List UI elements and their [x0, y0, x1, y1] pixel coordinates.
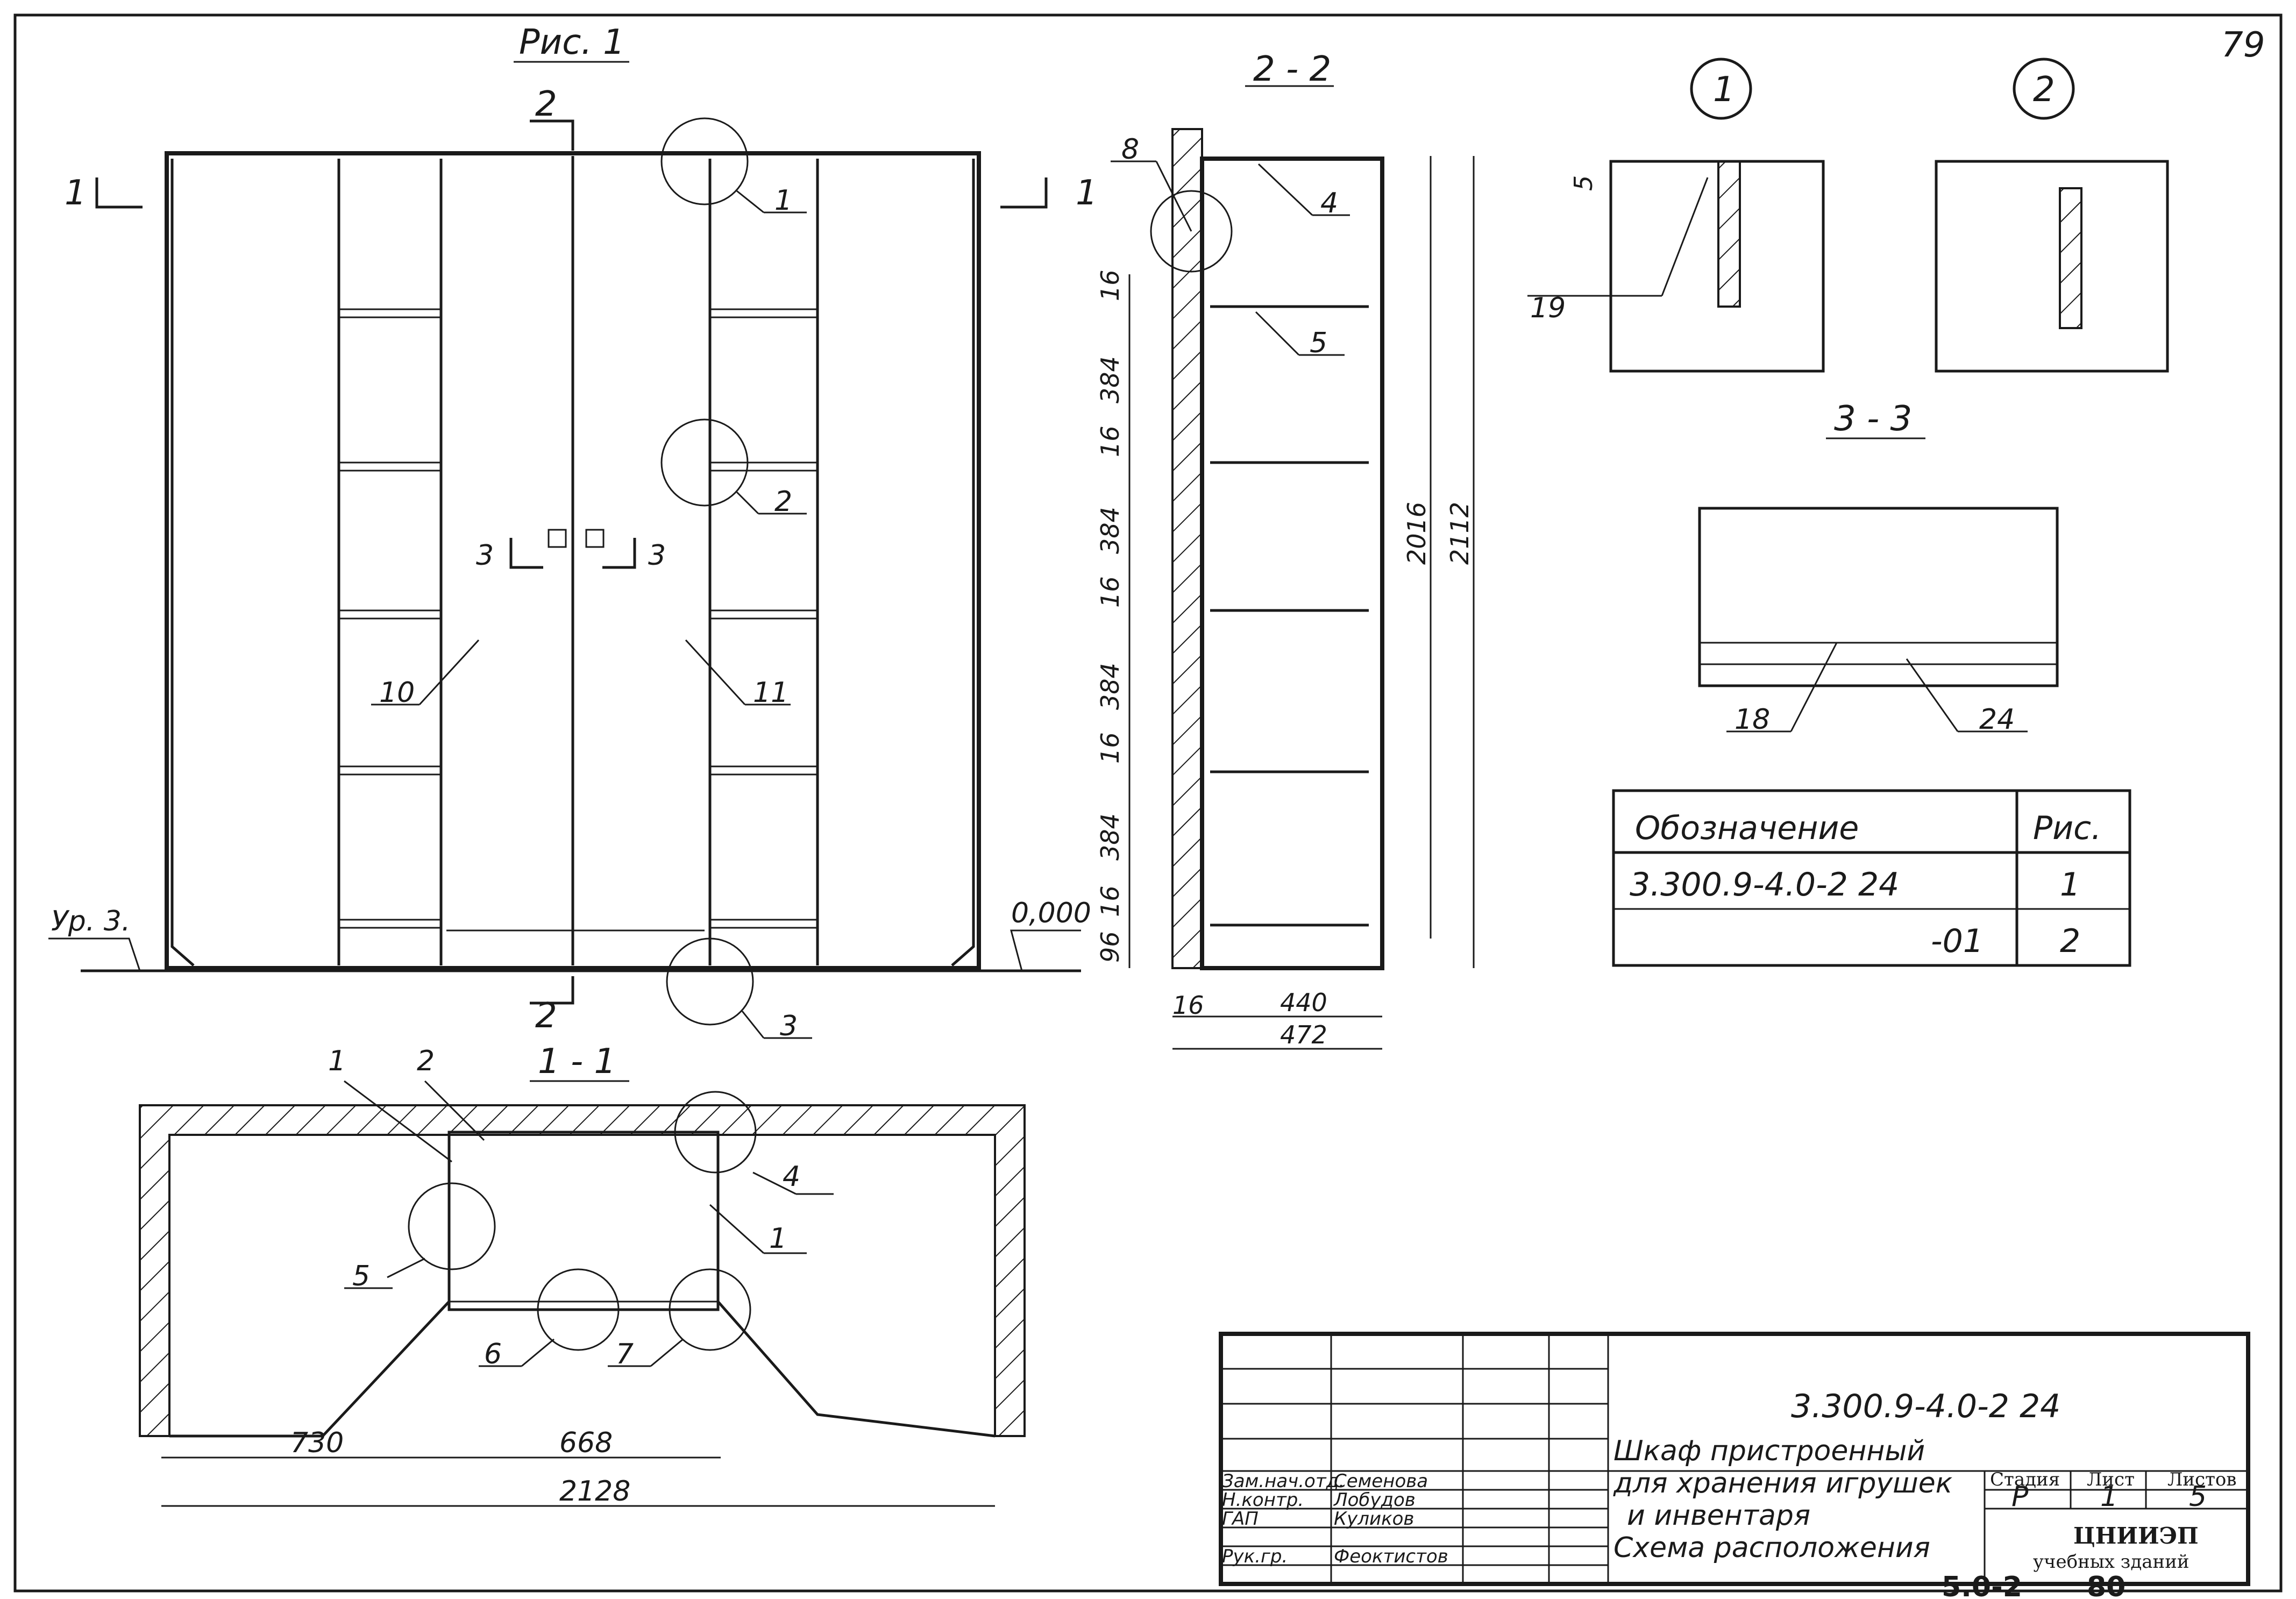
- title-block-name-line-3: и инвентаря: [1627, 1499, 1810, 1532]
- title-block-sheets: 5: [2189, 1481, 2207, 1513]
- section-3-3: 3 - 3 18 24: [1698, 399, 2059, 736]
- plan-callout-1-right: 1: [769, 1223, 787, 1255]
- plan-callout-2: 2: [417, 1045, 435, 1077]
- bottom-code: 5.0-2: [1942, 1571, 2022, 1599]
- plan-callout-1-left: 1: [328, 1045, 346, 1077]
- title-block-sheets-label: Листов: [2167, 1469, 2237, 1490]
- title-block-org-line-2: учебных зданий: [2033, 1551, 2190, 1573]
- bottom-page: 80: [2087, 1571, 2126, 1599]
- section-2-2-title: 2 - 2: [1253, 49, 1331, 89]
- plan-callout-7: 7: [616, 1338, 634, 1370]
- dim-v-16-d: 16: [1096, 732, 1125, 764]
- spec-header-designation: Обозначение: [1635, 809, 1859, 847]
- section-3-3-callout-18: 18: [1735, 703, 1770, 736]
- section-mark-1-right: 1: [1076, 173, 1098, 213]
- section-1-1-title: 1 - 1: [538, 1042, 616, 1082]
- title-block-stage-label: Стадия: [1990, 1469, 2060, 1490]
- fig1-callout-11: 11: [753, 677, 788, 709]
- section-mark-3-left: 3: [476, 539, 494, 572]
- node-1-title: 1: [1713, 70, 1735, 110]
- section-2-2-callout-5: 5: [1310, 327, 1327, 359]
- spec-table: Обозначение Рис. 3.300.9-4.0-2 24 1 -01 …: [1612, 789, 2131, 967]
- section-2-2: 2 - 2 8 4 5 16 384 16 384 16 384 16 384 …: [1096, 49, 1475, 1050]
- dim-v-384-c: 384: [1096, 663, 1125, 710]
- fig1-callout-2: 2: [774, 486, 792, 518]
- plan-callout-4: 4: [783, 1161, 800, 1193]
- plan-dim-730: 730: [290, 1427, 344, 1459]
- node-1: 1 5 19: [1527, 58, 1825, 373]
- section-3-3-title: 3 - 3: [1834, 399, 1912, 439]
- plan-dim-2128: 2128: [559, 1475, 630, 1508]
- title-block-name-4: Феоктистов: [1334, 1546, 1448, 1567]
- node-1-dim-5: 5: [1569, 175, 1598, 191]
- title-block-role-2: Н.контр.: [1222, 1489, 1304, 1511]
- title-block-role-4: Рук.гр.: [1222, 1546, 1288, 1567]
- plan-callout-6: 6: [484, 1338, 502, 1370]
- spec-row-2-designation: -01: [1931, 922, 1984, 960]
- dim-440: 440: [1280, 988, 1327, 1017]
- section-mark-3-right: 3: [648, 539, 666, 572]
- sheet-frame: [13, 13, 2283, 1593]
- page-number: 79: [2221, 25, 2265, 65]
- dim-v-16-b: 16: [1096, 425, 1125, 457]
- title-block: 3.300.9-4.0-2 24 Шкаф пристроенный для х…: [1219, 1332, 2250, 1586]
- spec-header-figure: Рис.: [2033, 809, 2101, 847]
- dim-v-16-c: 16: [1096, 576, 1125, 608]
- node-2-title: 2: [2033, 70, 2055, 110]
- title-block-name-line-1: Шкаф пристроенный: [1613, 1435, 1925, 1467]
- title-block-role-1: Зам.нач.отд.: [1222, 1470, 1345, 1492]
- title-block-code: 3.300.9-4.0-2 24: [1791, 1388, 2060, 1425]
- title-block-org-line-1: ЦНИИЭП: [2073, 1523, 2199, 1549]
- fig1-callout-10: 10: [379, 677, 415, 709]
- level-left-label: Ур. 3.: [51, 905, 130, 937]
- section-2-2-callout-4: 4: [1320, 187, 1338, 219]
- dim-v-384-a: 384: [1096, 356, 1125, 403]
- dim-v-96: 96: [1096, 931, 1125, 963]
- plan-dim-668: 668: [559, 1427, 613, 1459]
- fig1-title: Рис. 1: [519, 23, 625, 62]
- spec-row-1-designation: 3.300.9-4.0-2 24: [1630, 866, 1899, 904]
- fig1-callout-1: 1: [774, 184, 792, 217]
- title-block-name-2: Лобудов: [1333, 1489, 1416, 1511]
- title-block-role-3: ГАП: [1222, 1508, 1259, 1530]
- title-block-name-line-2: для хранения игрушек: [1613, 1467, 1953, 1499]
- figure-1-elevation: Рис. 1 1 1: [48, 23, 1098, 1042]
- dim-v-16-a: 16: [1096, 269, 1125, 301]
- section-mark-1-left: 1: [65, 173, 87, 213]
- dim-2016: 2016: [1402, 502, 1431, 565]
- title-block-name-line-4: Схема расположения: [1613, 1532, 1930, 1564]
- spec-row-2-figure: 2: [2060, 922, 2080, 960]
- title-block-sheet-label: Лист: [2087, 1469, 2135, 1490]
- dim-v-384-d: 384: [1096, 813, 1125, 861]
- dim-v-384-b: 384: [1096, 507, 1125, 554]
- node-1-callout-19: 19: [1530, 292, 1566, 324]
- section-2-2-callout-8: 8: [1121, 133, 1139, 166]
- dim-2112: 2112: [1445, 502, 1474, 565]
- title-block-sheet: 1: [2100, 1481, 2118, 1513]
- section-1-1-plan: 1 - 1 1 2 4 1 5 6 7 730 668 2128: [139, 1042, 1026, 1508]
- title-block-name-3: Куликов: [1334, 1508, 1414, 1530]
- fig1-callout-3: 3: [780, 1010, 798, 1042]
- section-3-3-callout-24: 24: [1979, 703, 2015, 736]
- plan-callout-5: 5: [352, 1260, 370, 1292]
- dim-16-bottom: 16: [1172, 991, 1204, 1020]
- dim-v-16-e: 16: [1096, 885, 1125, 917]
- dim-472: 472: [1280, 1020, 1327, 1049]
- node-2: 2: [1935, 58, 2169, 373]
- spec-row-1-figure: 1: [2060, 866, 2080, 904]
- title-block-stage: Р: [2011, 1481, 2029, 1513]
- level-right-label: 0,000: [1011, 897, 1091, 929]
- section-mark-2-top: 2: [535, 84, 557, 124]
- title-block-name-1: Семенова: [1334, 1470, 1428, 1492]
